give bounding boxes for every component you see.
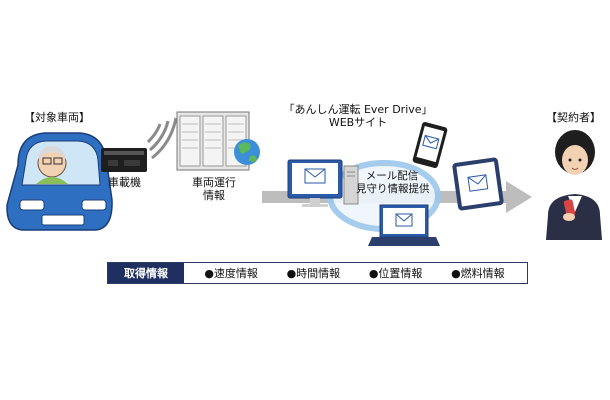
service-title: 「あんしん運転 Ever Drive」 WEBサイト [283, 103, 433, 129]
mail-delivery-line2: 見守り情報提供 [356, 183, 430, 195]
mail-delivery-label: メール配信 見守り情報提供 [356, 170, 430, 196]
info-item-time: ●時間情報 [286, 267, 341, 280]
acquired-info-header: 取得情報 [108, 263, 184, 283]
car-with-driver-illustration [6, 132, 113, 231]
laptop-illustration [368, 204, 440, 246]
email-icon-smartphone [422, 134, 440, 150]
wireless-signal-icon [146, 117, 178, 160]
vehicle-info-line1: 車両運行 [192, 176, 236, 189]
onboard-device-label: 車載機 [108, 176, 141, 189]
contractor-person-illustration [546, 130, 602, 240]
onboard-device-illustration [101, 148, 147, 172]
service-title-line2: WEBサイト [328, 116, 388, 129]
mail-delivery-line1: メール配信 [365, 170, 419, 182]
email-icon-tablet [467, 174, 489, 192]
email-icon-laptop [395, 213, 413, 227]
vehicle-info-line2: 情報 [203, 189, 225, 202]
target-vehicle-label: 【対象車両】 [24, 111, 90, 124]
contractor-label: 【契約者】 [546, 111, 601, 124]
info-item-location: ●位置情報 [368, 267, 423, 280]
info-item-speed: ●速度情報 [204, 267, 258, 280]
acquired-info-bar: 取得情報 ●速度情報 ●時間情報 ●位置情報 ●燃料情報 [107, 262, 528, 284]
globe-icon [234, 139, 260, 165]
service-title-line1: 「あんしん運転 Ever Drive」 [283, 103, 433, 116]
info-item-fuel: ●燃料情報 [451, 267, 505, 280]
vehicle-info-label: 車両運行 情報 [192, 176, 236, 202]
desktop-tower-illustration [343, 165, 359, 205]
email-icon-desktop [304, 168, 326, 184]
acquired-info-items: ●速度情報 ●時間情報 ●位置情報 ●燃料情報 [184, 265, 527, 281]
